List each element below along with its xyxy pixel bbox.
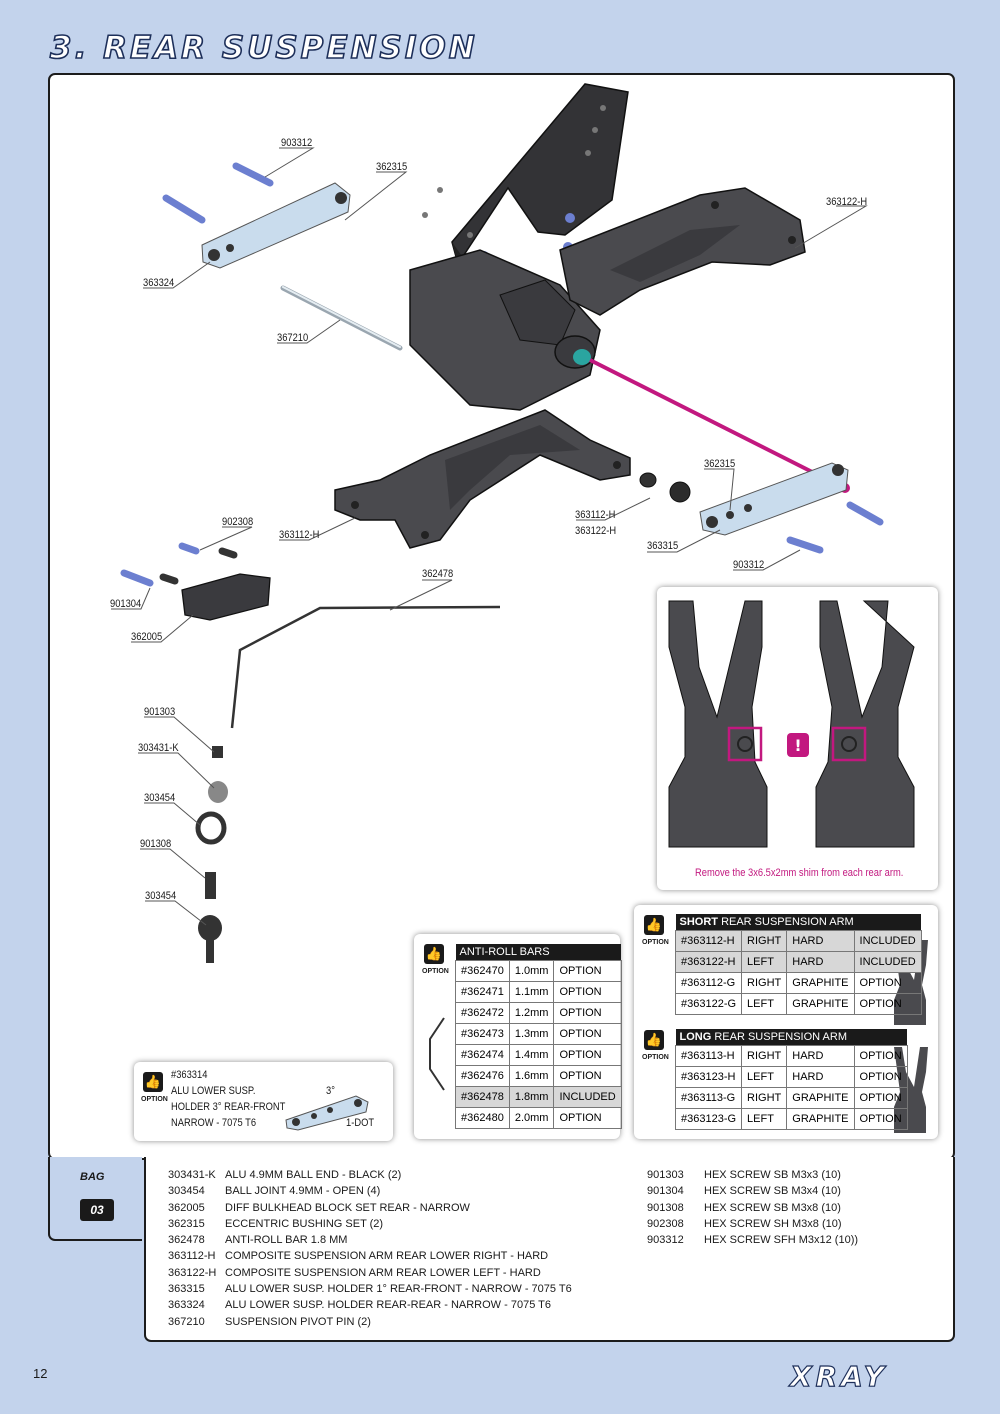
callout-901303: 901303 [144,706,176,718]
callout-903312: 903312 [281,137,313,149]
holder-drawing [285,1095,369,1131]
anti-roll-bar-icon [429,1017,445,1091]
screw-901308 [205,872,216,899]
thumbs-up-icon: 👍 [424,944,444,964]
holder-dot: 1-DOT [346,1117,375,1129]
callout-362005: 362005 [131,631,163,643]
callout-362315-rear: 362315 [704,458,736,470]
shock-tower [451,83,629,266]
option-label: OPTION [642,1054,669,1061]
ball-joint-303454-bottom [198,915,222,941]
callout-903312-rear: 903312 [733,559,765,571]
ball-end-303431-k [208,781,228,803]
anti-roll-header: ANTI-ROLL BARS [455,944,622,961]
screw-901303 [212,746,223,758]
bag-tab: BAG 03 [48,1157,142,1241]
callout-303454-bottom: 303454 [145,890,177,902]
thumbs-up-icon: 👍 [143,1072,163,1092]
anti-roll-bar [230,605,501,729]
long-arm-header: LONG REAR SUSPENSION ARM [675,1029,908,1046]
callout-902308: 902308 [222,516,254,528]
arm-shim-drawing: ! [668,600,915,848]
thumbs-up-icon: 👍 [644,1030,664,1050]
screws-903312 [162,162,274,224]
exploded-assembly-drawing [111,83,884,963]
short-arm-header: SHORT REAR SUSPENSION ARM [675,914,922,931]
holder-line2: HOLDER 3° REAR-FRONT [171,1101,286,1113]
option-label: OPTION [642,939,669,946]
holder-line1: ALU LOWER SUSP. [171,1085,256,1097]
callout-363122-h-shim: 363122-H [575,525,617,537]
option-label: OPTION [422,968,449,975]
bulkhead-block [181,573,271,621]
callout-363122-h: 363122-H [826,196,868,208]
parts-list-panel [144,1157,955,1342]
shim-note-text: Remove the 3x6.5x2mm shim from each rear… [695,867,904,879]
callout-363324: 363324 [143,277,175,289]
warning-icon: ! [794,736,801,755]
brand-logo: XRAY [789,1359,888,1393]
page-number: 12 [33,1366,48,1381]
callout-362478: 362478 [422,568,454,580]
ball-joint-303454-top [195,811,227,845]
holder-code: #363314 [171,1069,208,1081]
callout-362315: 362315 [376,161,408,173]
callout-363112-h-shim: 363112-H [575,509,616,521]
callout-901308: 901308 [140,838,172,850]
callout-363315: 363315 [647,540,679,552]
callout-901304: 901304 [110,598,142,610]
callout-303431-k: 303431-K [138,742,179,754]
callout-303454: 303454 [144,792,176,804]
holder-rear-rear [201,182,351,269]
bag-number: 03 [80,1199,114,1221]
holder-angle: 3° [326,1085,335,1097]
bag-label: BAG [80,1171,105,1183]
holder-line3: NARROW - 7075 T6 [171,1117,257,1129]
callout-363112-h: 363112-H [279,529,320,541]
thumbs-up-icon: 👍 [644,915,664,935]
callout-367210: 367210 [277,332,309,344]
holder-option-card: 👍 OPTION #363314 ALU LOWER SUSP. HOLDER … [134,1062,393,1141]
shim-note-card: ! Remove the 3x6.5x2mm shim from each re… [657,587,938,890]
holder-rear-front [699,462,849,536]
page-title: 3. REAR SUSPENSION [49,29,478,67]
option-label: OPTION [141,1096,168,1103]
